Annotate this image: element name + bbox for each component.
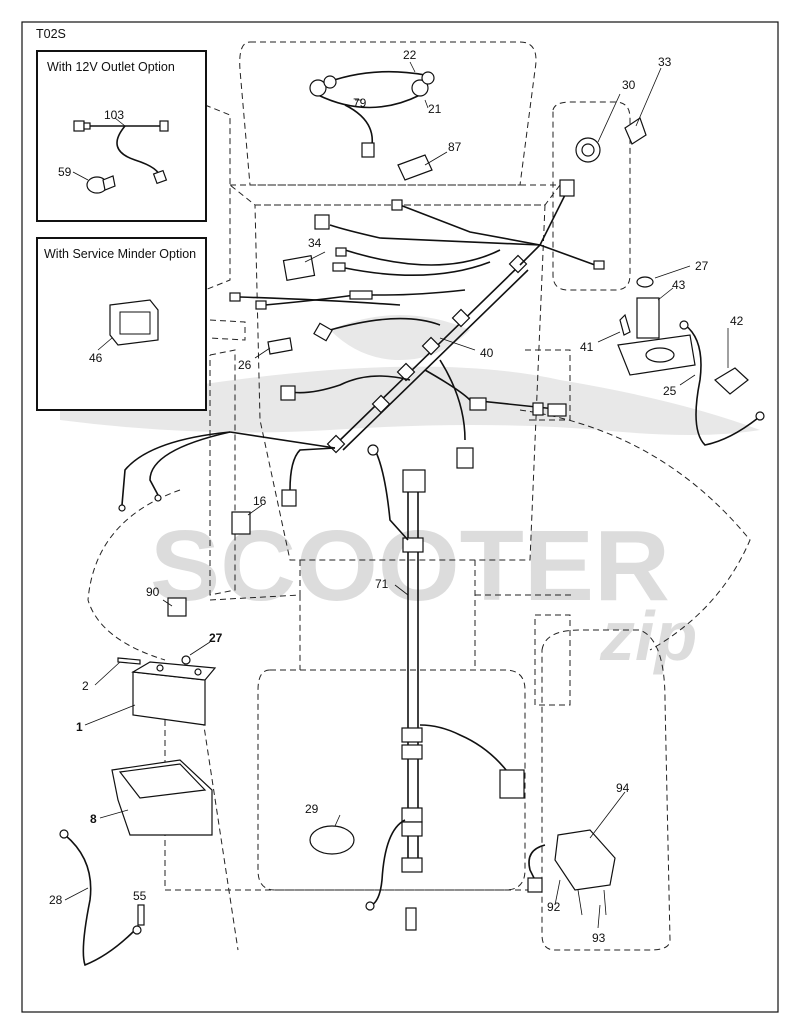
- inset-service-minder: With Service Minder Option: [36, 237, 207, 411]
- inset-12v-outlet: With 12V Outlet Option: [36, 50, 207, 222]
- callout-27b: 27: [209, 631, 223, 645]
- part-90: [167, 597, 187, 617]
- part-42-boot: [714, 367, 749, 395]
- callout-40: 40: [480, 346, 494, 360]
- watermark-text: SCOOTER: [150, 510, 670, 622]
- part-55-bolt: [137, 904, 145, 926]
- part-25-cable: [679, 320, 765, 446]
- part-8-tray: [111, 759, 213, 836]
- headlight-assembly: [309, 70, 435, 158]
- callout-30: 30: [622, 78, 636, 92]
- leader-lines: [64, 61, 729, 929]
- callout-28: 28: [49, 893, 63, 907]
- callout-103: 103: [104, 108, 124, 122]
- callout-59: 59: [58, 165, 72, 179]
- inset-service-minder-title: With Service Minder Option: [44, 247, 196, 261]
- callout-93: 93: [592, 931, 606, 945]
- callout-92: 92: [547, 900, 561, 914]
- callout-2: 2: [82, 679, 89, 693]
- part-2-bolt: [117, 657, 141, 665]
- watermark-sub: zip: [599, 597, 697, 675]
- callout-22: 22: [403, 48, 417, 62]
- callout-42: 42: [730, 314, 744, 328]
- harness-40: [118, 179, 605, 512]
- part-87: [397, 154, 433, 181]
- callout-41: 41: [580, 340, 594, 354]
- part-34: [282, 255, 316, 281]
- callout-87: 87: [448, 140, 462, 154]
- callout-71: 71: [375, 577, 389, 591]
- callouts: 22 79 21 87 30 33 27 43 42 41 25 103 59 …: [49, 48, 744, 945]
- tractor-outline: [87, 41, 751, 951]
- callout-46: 46: [89, 351, 103, 365]
- part-92: [527, 844, 546, 893]
- diagram-code: T02S: [36, 27, 66, 41]
- callout-43: 43: [672, 278, 686, 292]
- part-28-cable: [59, 829, 142, 967]
- callout-90: 90: [146, 585, 160, 599]
- callout-26: 26: [238, 358, 252, 372]
- part-93-screws: [577, 889, 607, 916]
- callout-1: 1: [76, 720, 83, 734]
- callout-16: 16: [253, 494, 267, 508]
- inset-12v-title: With 12V Outlet Option: [47, 60, 175, 74]
- part-30-ignition: [575, 137, 601, 163]
- part-26: [267, 337, 293, 355]
- part-16: [231, 511, 251, 535]
- callout-27a: 27: [695, 259, 709, 273]
- callout-34: 34: [308, 236, 322, 250]
- callout-94: 94: [616, 781, 630, 795]
- part-1-battery: [131, 661, 217, 726]
- diagram-frame: [21, 21, 779, 1013]
- callout-29: 29: [305, 802, 319, 816]
- callout-25: 25: [663, 384, 677, 398]
- harness-71: [365, 444, 525, 931]
- callout-55: 55: [133, 889, 147, 903]
- callout-79: 79: [353, 96, 367, 110]
- part-43-solenoid: [617, 276, 696, 376]
- part-27-nut: [181, 655, 191, 665]
- callout-21: 21: [428, 102, 442, 116]
- part-33-key: [624, 117, 647, 145]
- callout-8: 8: [90, 812, 97, 826]
- callout-33: 33: [658, 55, 672, 69]
- part-94: [554, 829, 616, 891]
- part-29: [309, 825, 355, 855]
